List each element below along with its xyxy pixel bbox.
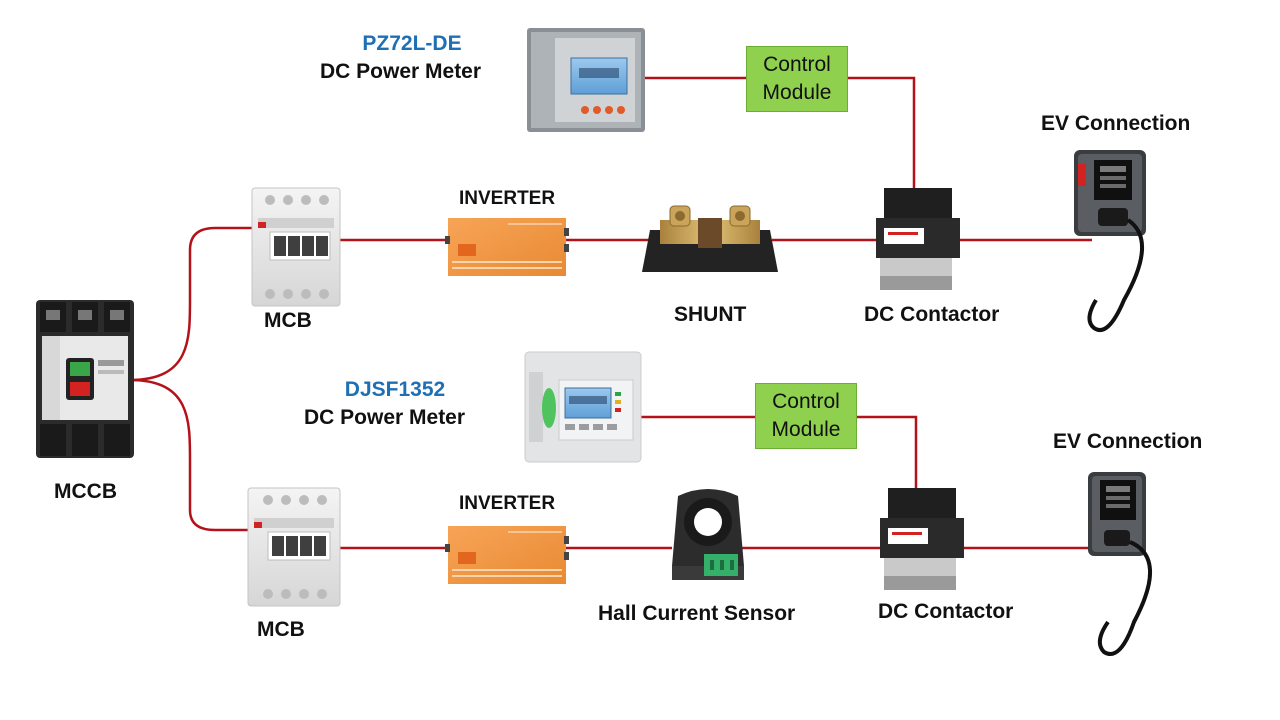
inverter-top-label: INVERTER — [459, 188, 556, 209]
meter-top-model: PZ72L-DE — [362, 32, 462, 55]
control-module-top-line2: Module — [762, 81, 832, 104]
shunt-device — [642, 205, 778, 272]
meter-bottom-model: DJSF1352 — [344, 378, 446, 401]
hall-sensor-label: Hall Current Sensor — [598, 602, 796, 625]
dc-contactor-bottom-device — [880, 488, 964, 590]
ev-charger-top-device — [1074, 150, 1146, 332]
wire-bottom-control-contactor — [855, 415, 918, 492]
ev-connection-bottom-label: EV Connection — [1053, 430, 1203, 453]
mccb-label: MCCB — [54, 480, 117, 503]
control-module-top-line1: Control — [763, 53, 831, 76]
meter-bottom-name: DC Power Meter — [304, 406, 466, 429]
dc-contactor-top-label: DC Contactor — [864, 303, 1000, 326]
din-meter-bottom-device — [524, 351, 642, 463]
wire-mccb-top-branch — [129, 226, 252, 382]
ev-connection-top-label: EV Connection — [1041, 112, 1191, 135]
mcb-bottom-label: MCB — [257, 618, 305, 641]
wire-top-control-contactor — [846, 76, 916, 190]
control-module-bottom: Control Module — [755, 383, 857, 449]
dc-contactor-top-device — [876, 188, 960, 290]
mcb-bottom-device — [247, 487, 341, 607]
hall-sensor-device — [672, 489, 744, 580]
inverter-top-device — [445, 218, 569, 276]
control-module-bottom-line1: Control — [772, 390, 840, 413]
control-module-bottom-line2: Module — [771, 418, 841, 441]
shunt-label: SHUNT — [674, 303, 747, 326]
mccb-device — [36, 300, 134, 458]
control-module-top: Control Module — [746, 46, 848, 112]
inverter-bottom-device — [445, 526, 569, 584]
ev-charger-bottom-device — [1088, 472, 1153, 656]
dc-contactor-bottom-label: DC Contactor — [878, 600, 1014, 623]
panel-meter-top-device — [527, 28, 645, 132]
wires — [129, 76, 1095, 550]
wire-mccb-bottom-branch — [129, 378, 252, 532]
meter-top-name: DC Power Meter — [320, 60, 482, 83]
mcb-top-label: MCB — [264, 309, 312, 332]
inverter-bottom-label: INVERTER — [459, 493, 556, 514]
mcb-top-device — [251, 187, 341, 307]
